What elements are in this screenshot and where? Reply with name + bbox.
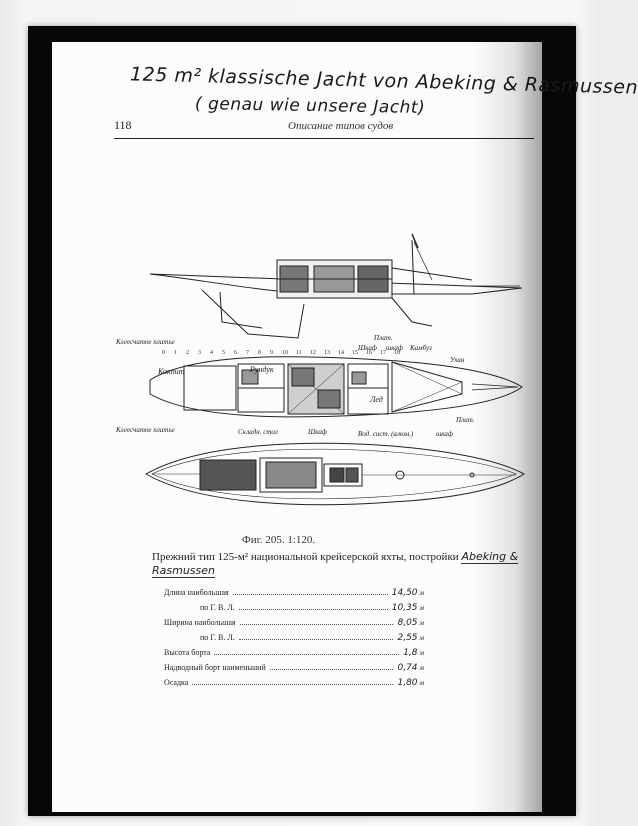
label-shkaf-left: Шкаф — [357, 344, 377, 352]
frame-number: 10 — [282, 350, 288, 356]
spec-value: 0,74 — [397, 663, 418, 673]
spec-unit: м — [419, 589, 424, 597]
deck-plan-drawing — [144, 442, 525, 506]
figure-caption: Фиг. 205. 1:120. — [242, 534, 316, 546]
label-led: Лед — [369, 395, 383, 404]
side-profile-drawing — [149, 233, 523, 339]
spec-label: по Г. В. Л. — [200, 603, 235, 612]
spec-row: Длина наибольшая 14,50 м — [164, 588, 424, 603]
spec-row: по Г. В. Л. 10,35 м — [164, 603, 424, 618]
frame-numbers: 0 1 2 3 4 5 6 7 8 9 10 11 12 13 14 15 16… — [162, 350, 400, 356]
label-ukhan: Ухан — [450, 356, 465, 364]
label-plat-bottom: Плат. — [455, 416, 475, 424]
caption-text: Прежний тип 125-м² национальной крейсерс… — [152, 551, 459, 563]
running-head: 118 Описание типов судов — [114, 112, 534, 139]
spec-leader-dots — [238, 639, 394, 640]
page-number: 118 — [114, 118, 132, 132]
spec-unit: м — [419, 649, 424, 657]
label-klesch-top: Клеесчатое платье — [115, 338, 175, 346]
label-rundyk: Рундук — [249, 365, 274, 374]
frame-number: 13 — [324, 350, 330, 356]
spec-row: Ширина наибольшая 8,05 м — [164, 618, 424, 633]
spec-label: Надводный борт наименьший — [164, 663, 266, 672]
frame-number: 15 — [352, 350, 358, 356]
spec-leader-dots — [239, 624, 394, 625]
running-title: Описание типов судов — [288, 120, 394, 132]
spec-value: 2,55 — [397, 633, 418, 643]
spec-unit: м — [419, 604, 424, 612]
spec-value: 8,05 — [397, 618, 418, 628]
spec-leader-dots — [269, 669, 394, 670]
spec-value: 10,35 — [391, 603, 418, 613]
frame-number: 6 — [234, 350, 237, 356]
spec-label: Ширина наибольшая — [164, 618, 236, 627]
frame-number: 18 — [394, 350, 400, 356]
frame-number: 9 — [270, 350, 273, 356]
label-vod-sist: Вод. сист. (алюм.) — [358, 430, 414, 438]
spec-unit: м — [419, 679, 424, 687]
yacht-drawings: 0 1 2 3 4 5 6 7 8 9 10 11 12 13 14 15 16… — [115, 233, 525, 506]
spec-value: 1,80 — [397, 678, 418, 688]
frame-number: 8 — [258, 350, 261, 356]
figure-description: Прежний тип 125-м² национальной крейсерс… — [152, 550, 532, 578]
spec-value: 1,8 — [403, 648, 418, 658]
spec-label: Высота борта — [164, 648, 211, 657]
label-skladn-stol: Складн. стол — [238, 428, 278, 436]
interior-plan-drawing — [149, 356, 523, 418]
spec-leader-dots — [214, 654, 400, 655]
label-kambuz: Камбуз — [409, 344, 432, 352]
spec-leader-dots — [232, 594, 388, 595]
frame-number: 0 — [162, 350, 165, 356]
spec-table: Длина наибольшая 14,50 м по Г. В. Л. 10,… — [164, 588, 424, 693]
label-plat-top: Плат. — [373, 334, 393, 342]
frame-number: 2 — [186, 350, 189, 356]
spec-row: Осадка 1,80 м — [164, 678, 424, 693]
frame-number: 11 — [296, 350, 302, 356]
label-kokpit: Кокпит — [157, 367, 185, 376]
frame-number: 5 — [222, 350, 225, 356]
spec-value: 14,50 — [391, 588, 418, 598]
frame-number: 17 — [380, 350, 386, 356]
frame-number: 3 — [198, 350, 201, 356]
spec-row: Надводный борт наименьший 0,74 м — [164, 663, 424, 678]
frame-number: 7 — [246, 350, 249, 356]
spec-leader-dots — [192, 684, 394, 685]
spec-label: Осадка — [164, 678, 189, 687]
frame-number: 14 — [338, 350, 344, 356]
frame-number: 1 — [174, 350, 177, 356]
spec-unit: м — [419, 634, 424, 642]
label-shkaf-bottom: Шкаф — [307, 428, 327, 436]
label-shkaf-bottom2: шкаф — [436, 430, 453, 438]
label-klesch-bottom: Клеесчатое платье — [115, 426, 175, 434]
frame-number: 12 — [310, 350, 316, 356]
spec-unit: м — [419, 664, 424, 672]
spec-unit: м — [419, 619, 424, 627]
book-page: 125 m² klassische Jacht von Abeking & Ra… — [52, 42, 638, 812]
frame-number: 4 — [210, 350, 213, 356]
spec-label: по Г. В. Л. — [200, 633, 235, 642]
spec-row: Высота борта 1,8 м — [164, 648, 424, 663]
spec-row: по Г. В. Л. 2,55 м — [164, 633, 424, 648]
spec-leader-dots — [238, 609, 388, 610]
frame-number: 16 — [366, 350, 372, 356]
label-shkaf-right: шкаф — [386, 344, 403, 352]
caption-handwritten: Abeking & Rasmussen — [152, 550, 519, 578]
spec-label: Длина наибольшая — [164, 588, 229, 597]
